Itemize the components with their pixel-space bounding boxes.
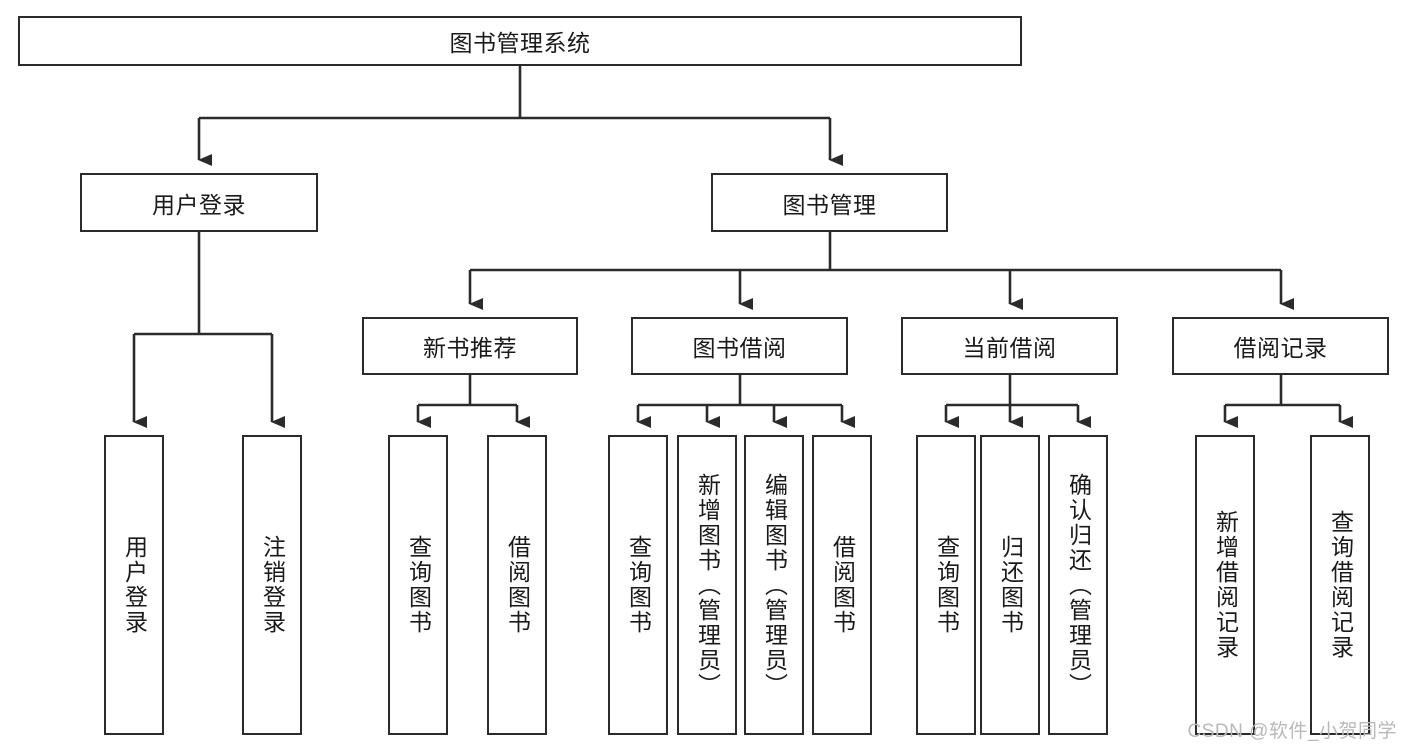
node-add-book-admin-label: 新增图书（管理员） <box>694 472 721 698</box>
node-return-book[interactable]: 归还图书 <box>980 435 1040 735</box>
node-borrow-book-2-label: 借阅图书 <box>829 535 856 635</box>
node-user-login-label: 用户登录 <box>152 191 246 218</box>
node-edit-book-admin-label: 编辑图书（管理员） <box>761 472 788 698</box>
node-return-book-label: 归还图书 <box>997 535 1024 635</box>
node-add-borrow-record[interactable]: 新增借阅记录 <box>1195 435 1255 735</box>
node-borrow-record-label: 借阅记录 <box>1233 335 1328 361</box>
node-query-borrow-record[interactable]: 查询借阅记录 <box>1310 435 1370 735</box>
node-query-borrow-record-label: 查询借阅记录 <box>1327 510 1354 660</box>
node-new-book-recommend-label: 新书推荐 <box>423 335 517 361</box>
node-add-book-admin[interactable]: 新增图书（管理员） <box>677 435 737 735</box>
node-edit-book-admin[interactable]: 编辑图书（管理员） <box>744 435 804 735</box>
node-new-book-recommend[interactable]: 新书推荐 <box>362 317 578 375</box>
node-user-logout-label: 注销登录 <box>259 535 286 635</box>
node-book-manage-label: 图书管理 <box>782 191 877 218</box>
node-user-login[interactable]: 用户登录 <box>80 173 318 232</box>
node-query-book-2-label: 查询图书 <box>625 535 652 635</box>
node-query-book-3-label: 查询图书 <box>933 535 960 635</box>
node-user-login-do[interactable]: 用户登录 <box>104 435 164 735</box>
node-user-logout[interactable]: 注销登录 <box>242 435 302 735</box>
node-book-manage[interactable]: 图书管理 <box>711 173 948 232</box>
node-root[interactable]: 图书管理系统 <box>18 16 1022 66</box>
node-borrow-record[interactable]: 借阅记录 <box>1172 317 1389 375</box>
node-add-borrow-record-label: 新增借阅记录 <box>1212 510 1239 660</box>
node-borrow-book-1[interactable]: 借阅图书 <box>487 435 547 735</box>
node-current-borrow[interactable]: 当前借阅 <box>901 317 1118 375</box>
node-query-book-3[interactable]: 查询图书 <box>916 435 976 735</box>
node-root-label: 图书管理系统 <box>449 30 591 56</box>
node-confirm-return-admin[interactable]: 确认归还（管理员） <box>1048 435 1108 735</box>
node-book-borrow-label: 图书借阅 <box>692 335 787 361</box>
node-user-login-do-label: 用户登录 <box>121 535 148 635</box>
watermark-text: CSDN @软件_小贺同学 <box>1187 721 1397 742</box>
node-query-book-1-label: 查询图书 <box>405 535 432 635</box>
node-query-book-1[interactable]: 查询图书 <box>388 435 448 735</box>
node-confirm-return-admin-label: 确认归还（管理员） <box>1065 472 1092 698</box>
node-current-borrow-label: 当前借阅 <box>962 335 1057 361</box>
node-borrow-book-1-label: 借阅图书 <box>504 535 531 635</box>
node-book-borrow[interactable]: 图书借阅 <box>631 317 848 375</box>
node-borrow-book-2[interactable]: 借阅图书 <box>812 435 872 735</box>
node-query-book-2[interactable]: 查询图书 <box>608 435 668 735</box>
